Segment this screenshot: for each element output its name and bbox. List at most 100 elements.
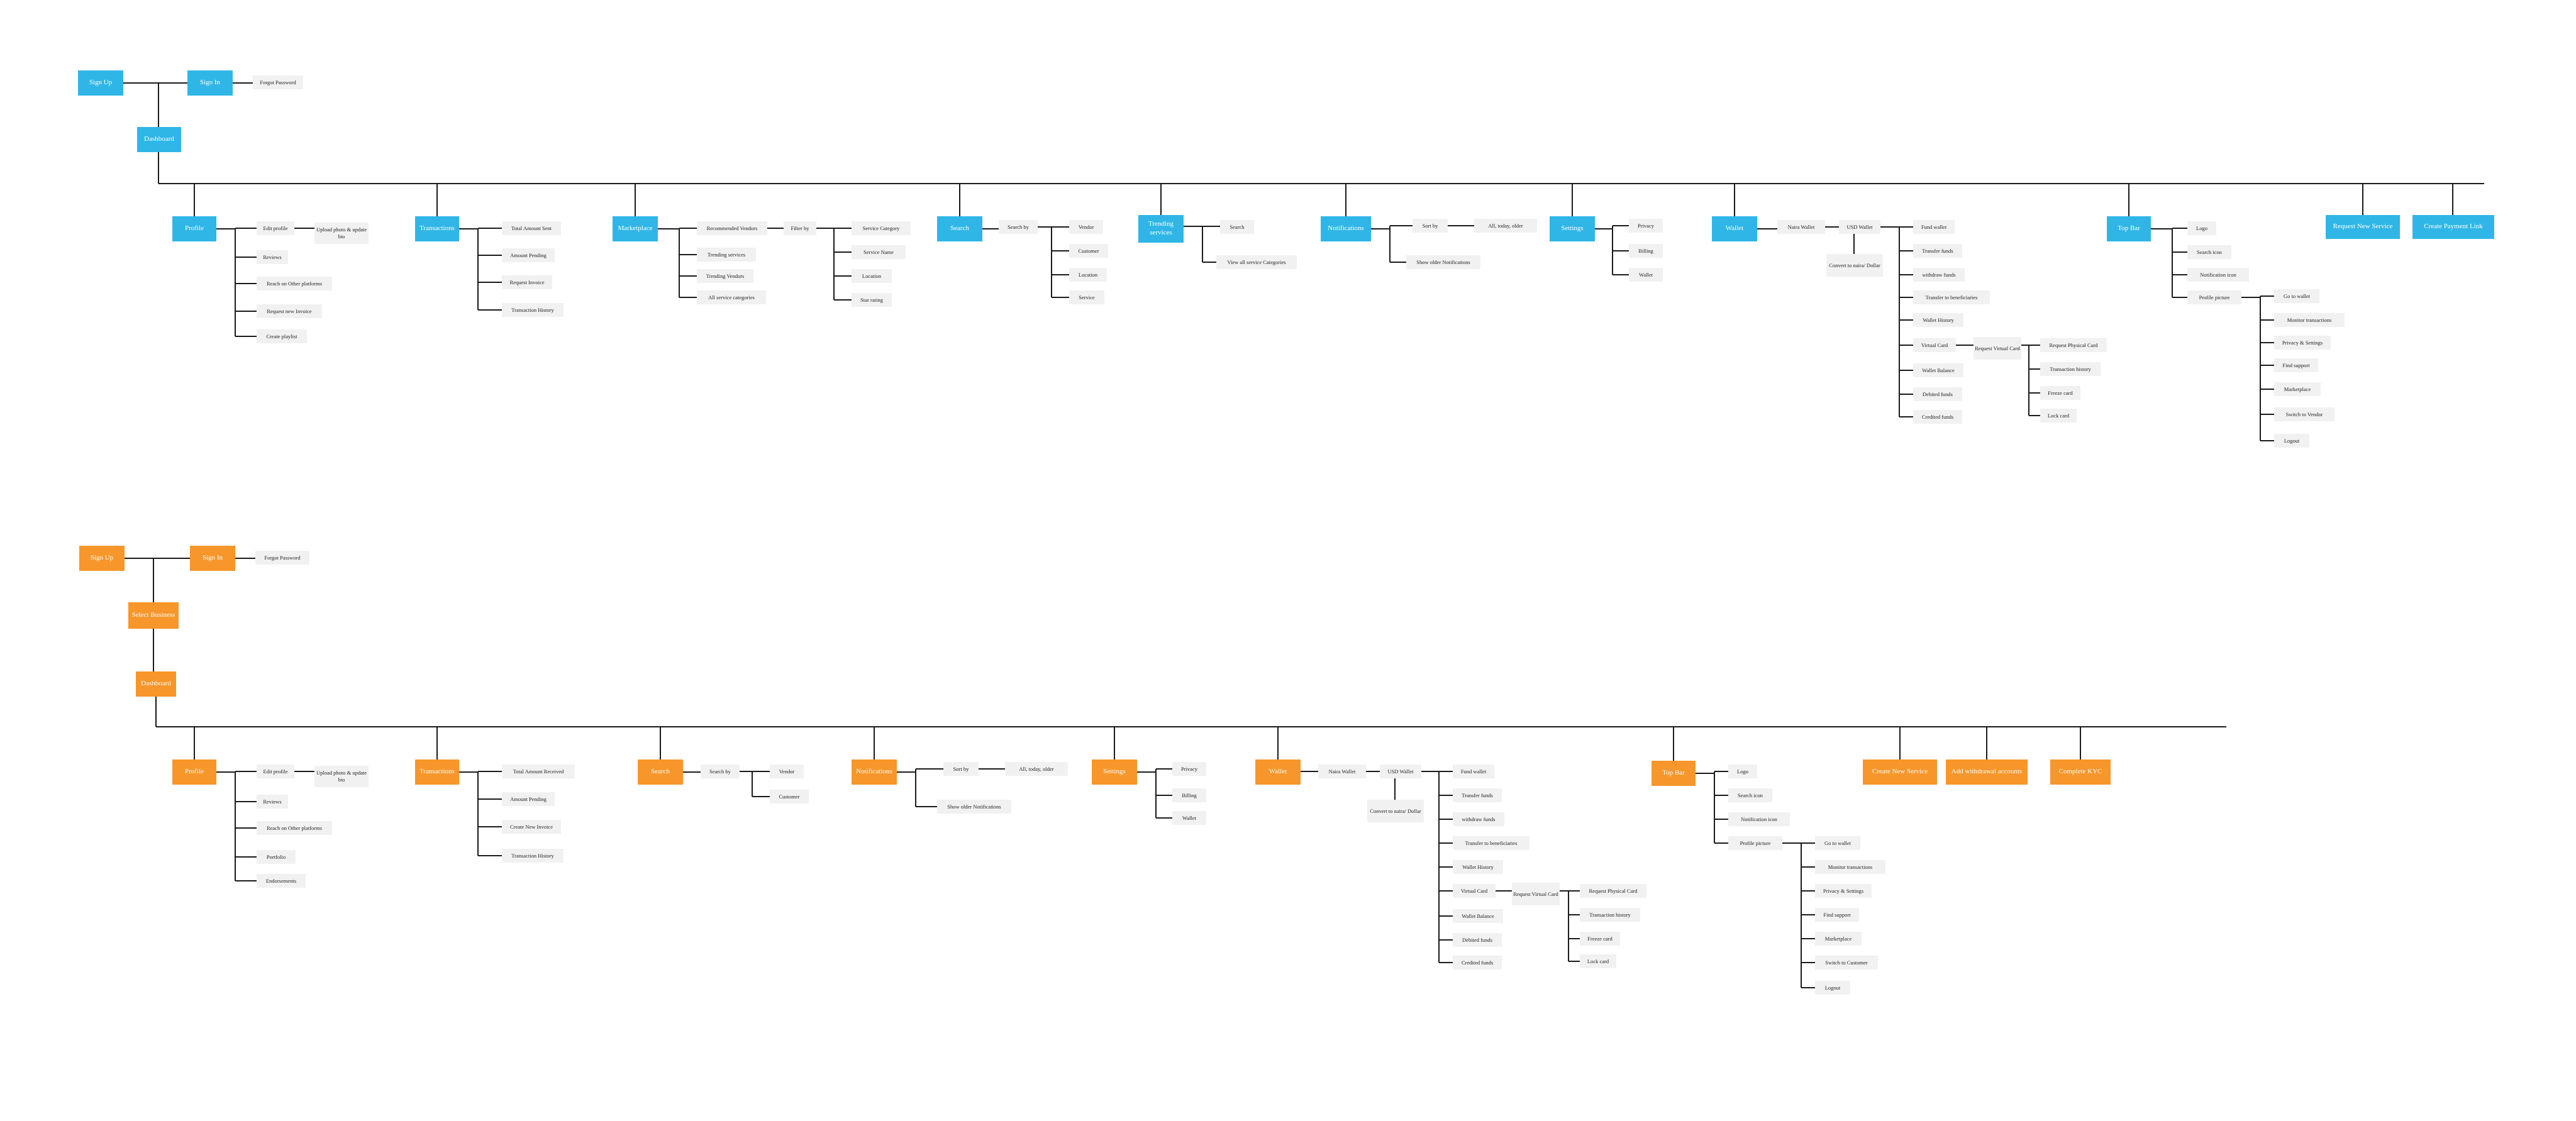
node-c-topbar: Top Bar — [2107, 216, 2151, 241]
node-c-settings: Settings — [1550, 216, 1595, 241]
node-c-logout: Logout — [2274, 434, 2309, 448]
node-c-nicon: Notification icon — [2187, 268, 2249, 282]
node-c-logo: Logo — [2187, 221, 2216, 235]
node-c-viewall: View all service Categories — [1216, 255, 1297, 269]
node-c-lock: Lock card — [2040, 409, 2077, 422]
node-v-lock: Lock card — [1580, 954, 1616, 968]
node-c-whist: Wallet History — [1913, 313, 1963, 327]
node-c-sortopt: All, today, older — [1474, 219, 1537, 233]
node-c-privacy: Privacy — [1629, 219, 1663, 233]
node-v-search: Search — [638, 759, 683, 785]
node-v-shownot: Show older Notifications — [937, 800, 1011, 814]
node-c-paylink: Create Payment Link — [2412, 215, 2494, 239]
node-c-signin: Sign In — [187, 70, 233, 96]
node-v-convert: Convert to naira/ Dollar — [1367, 800, 1424, 822]
node-v-sicon: Search icon — [1728, 788, 1772, 802]
node-v-searchby: Search by — [701, 765, 740, 778]
node-c-vendor: Vendor — [1069, 220, 1103, 234]
node-v-transhist: Transaction History — [502, 849, 564, 863]
node-c-reqinvoice: Request Invoice — [502, 275, 552, 289]
node-v-nicon: Notification icon — [1728, 812, 1790, 826]
node-v-sortby: Sort by — [943, 762, 979, 776]
node-c-transfer: Transfer funds — [1913, 244, 1962, 258]
node-c-totsent: Total Amount Sent — [502, 221, 561, 235]
node-v-sortopt: All, today, older — [1005, 762, 1068, 776]
node-c-dashboard: Dashboard — [137, 127, 181, 152]
node-v-reqvcard: Request Virtual Card — [1512, 883, 1560, 905]
node-c-servname: Service Name — [852, 245, 906, 259]
node-v-wallet: Wallet — [1255, 759, 1301, 785]
node-c-sicon: Search icon — [2187, 245, 2231, 259]
node-c-reqinv: Request new Invoice — [257, 304, 322, 318]
node-v-billing: Billing — [1172, 788, 1206, 802]
node-v-trans: Transactions — [415, 759, 459, 785]
node-c-allcat: All service categories — [697, 290, 766, 304]
node-c-service: Service — [1069, 290, 1104, 304]
node-c-search: Search — [937, 216, 982, 241]
node-c-filter: Filter by — [784, 221, 816, 235]
node-v-forgot: Forgot Password — [255, 551, 309, 565]
node-c-monitor: Monitor transactions — [2274, 313, 2345, 327]
node-v-transfer: Transfer funds — [1453, 788, 1502, 802]
node-v-withdraw: withdraw funds — [1453, 812, 1504, 826]
node-v-mkt: Marketplace — [1815, 932, 1862, 946]
node-v-privset: Privacy & Settings — [1815, 884, 1872, 898]
node-v-portfolio: Portfolio — [257, 850, 296, 864]
node-v-signup: Sign Up — [79, 546, 125, 571]
node-v-wallet2: Wallet — [1172, 811, 1206, 825]
node-c-trans: Transactions — [415, 216, 459, 241]
node-c-playlist: Create playlist — [257, 329, 307, 343]
node-c-sortby: Sort by — [1413, 219, 1448, 233]
node-c-trendserv: Trending services — [697, 248, 756, 262]
node-v-signin: Sign In — [190, 546, 235, 571]
node-v-support: Find support — [1815, 908, 1859, 922]
node-v-wbal: Wallet Balance — [1453, 909, 1503, 923]
node-v-ppic: Profile picture — [1728, 836, 1782, 850]
node-c-trendvend: Trending Vendors — [697, 269, 753, 283]
node-v-vendor: Vendor — [770, 765, 804, 778]
node-v-customer: Customer — [770, 790, 809, 803]
node-v-addwd: Add withdrawal accounts — [1946, 759, 2028, 785]
node-v-endorse: Endorsements — [257, 874, 306, 888]
node-v-reach: Reach on Other platforms — [257, 821, 332, 835]
node-c-debit: Debited funds — [1913, 387, 1962, 401]
node-c-wallet2: Wallet — [1629, 268, 1663, 282]
node-c-privset: Privacy & Settings — [2274, 336, 2331, 350]
node-c-ppic: Profile picture — [2187, 290, 2241, 304]
node-c-servcat: Service Category — [852, 221, 911, 235]
node-v-settings: Settings — [1092, 759, 1137, 785]
node-v-createinv: Create New Invoice — [502, 820, 561, 834]
node-c-naira: Naira Wallet — [1777, 220, 1825, 234]
node-c-searchby: Search by — [999, 220, 1038, 234]
node-c-customer: Customer — [1069, 244, 1108, 258]
node-v-fund: Fund wallet — [1453, 765, 1494, 778]
node-v-whist: Wallet History — [1453, 860, 1503, 874]
node-v-credit: Credited funds — [1453, 956, 1502, 969]
node-c-wallet: Wallet — [1712, 216, 1757, 241]
node-v-benef: Transfer to beneficiaries — [1453, 836, 1530, 850]
node-v-debit: Debited funds — [1453, 933, 1502, 947]
node-c-tsearch: Search — [1220, 220, 1254, 234]
node-c-mkt: Marketplace — [2274, 382, 2321, 396]
node-v-createserv: Create New Service — [1863, 759, 1937, 785]
node-c-notif: Notifications — [1321, 216, 1371, 241]
node-c-gowallet: Go to wallet — [2274, 289, 2319, 303]
node-c-credit: Credited funds — [1913, 410, 1962, 424]
node-c-reqpcard: Request Physical Card — [2040, 338, 2107, 352]
node-c-signup: Sign Up — [78, 70, 123, 96]
node-v-logout: Logout — [1815, 981, 1850, 995]
node-c-freeze: Freeze card — [2040, 386, 2080, 400]
node-v-reqpcard: Request Physical Card — [1580, 884, 1646, 898]
node-c-vcard: Virtual Card — [1913, 338, 1956, 352]
node-c-reviews: Reviews — [257, 250, 288, 264]
node-v-kyc: Complete KYC — [2050, 759, 2111, 785]
node-v-upload: Upload photo & update bio — [314, 766, 369, 787]
node-v-profile: Profile — [172, 759, 216, 785]
node-c-shownot: Show older Notifications — [1406, 255, 1480, 269]
node-c-upload: Upload photo & update bio — [314, 223, 369, 244]
node-v-gowallet: Go to wallet — [1815, 836, 1860, 850]
node-c-switch: Switch to Vendor — [2274, 407, 2334, 421]
node-c-trending: Trending services — [1138, 215, 1184, 243]
node-c-location: Location — [852, 269, 892, 283]
